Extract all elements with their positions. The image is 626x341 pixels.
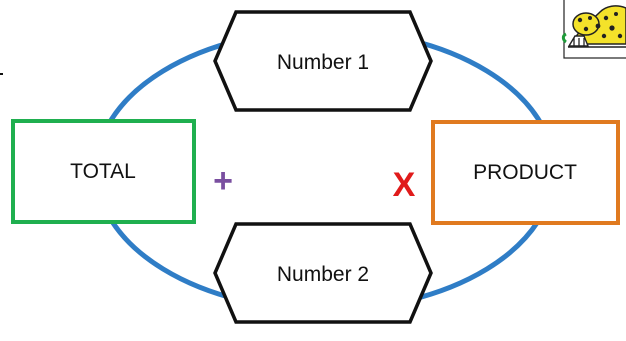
product-label: PRODUCT: [473, 161, 577, 184]
number-2-hexagon: [213, 222, 433, 324]
total-label: TOTAL: [70, 160, 136, 183]
number-1-hexagon: [213, 10, 433, 112]
total-rect: [11, 119, 196, 224]
plus-symbol: +: [213, 162, 233, 200]
number-1-label: Number 1: [277, 51, 369, 74]
total-box: TOTAL: [11, 119, 196, 224]
product-box: PRODUCT: [431, 120, 620, 225]
times-symbol: X: [393, 166, 416, 204]
product-rect: [431, 120, 620, 225]
leopard-mascot-icon: [561, 0, 626, 59]
number-2-label: Number 2: [277, 263, 369, 286]
number-2-box: Number 2: [213, 222, 433, 324]
number-1-box: Number 1: [213, 10, 433, 112]
